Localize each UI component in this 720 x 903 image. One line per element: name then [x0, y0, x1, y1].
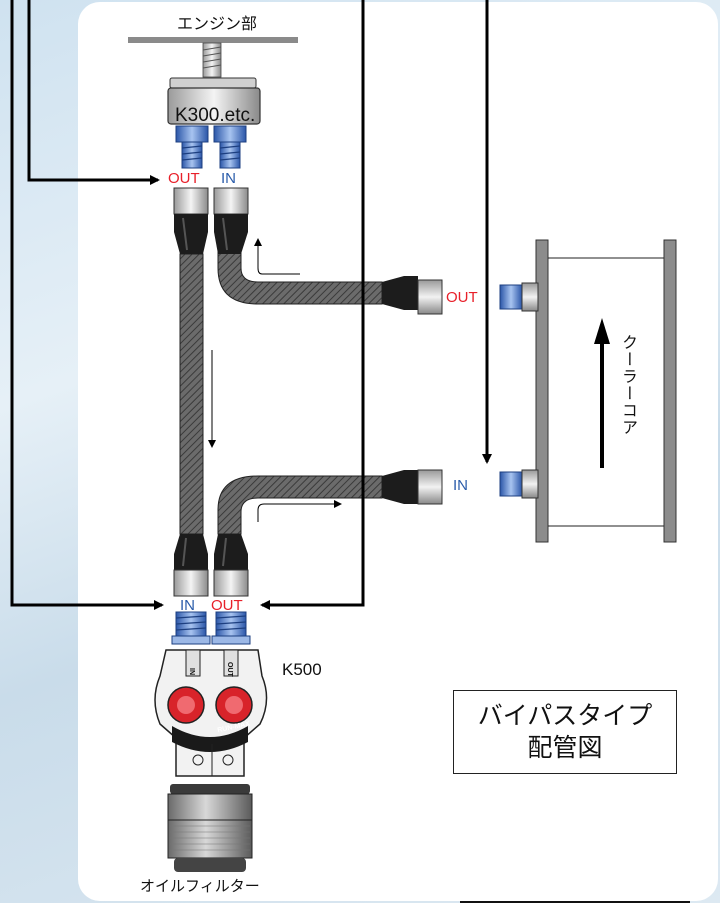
- oil-cooler-core: [499, 239, 677, 543]
- k500-block: [154, 649, 268, 777]
- k500-fittings: [171, 611, 251, 645]
- oil-filter: [167, 784, 253, 872]
- title-box: バイパスタイプ 配管図: [453, 690, 677, 774]
- bottom-hose-ends: [173, 534, 249, 597]
- routing-lines: [10, 0, 492, 610]
- cooler-out-label: OUT: [446, 289, 478, 306]
- bottom-in-label: IN: [180, 597, 195, 614]
- cooler-core-label: クーラーコア: [619, 334, 638, 436]
- top-hose-ends: [173, 187, 249, 254]
- title-line-2: 配管図: [527, 733, 603, 762]
- engine-label: エンジン部: [177, 14, 258, 33]
- top-fittings: [175, 125, 247, 169]
- cooler-in-label: IN: [453, 477, 468, 494]
- port-in-mark: IN: [188, 668, 195, 675]
- filter-label: オイルフィルター: [140, 877, 260, 895]
- sensor-label: K300.etc.: [175, 105, 256, 126]
- top-out-label: OUT: [168, 170, 200, 187]
- port-out-mark: OUT: [226, 662, 233, 678]
- sensor-block: [167, 77, 261, 125]
- vertical-hose: [179, 253, 204, 535]
- k500-label: K500: [282, 660, 322, 679]
- top-in-label: IN: [221, 170, 236, 187]
- cooler-hose-ends: [382, 276, 443, 505]
- engine-mount: [128, 37, 298, 78]
- upper-return-hose: [217, 251, 383, 305]
- bottom-out-label: OUT: [211, 597, 243, 614]
- flow-arrows: [208, 238, 342, 522]
- lower-feed-hose: [217, 475, 383, 535]
- title-line-1: バイパスタイプ: [477, 700, 653, 730]
